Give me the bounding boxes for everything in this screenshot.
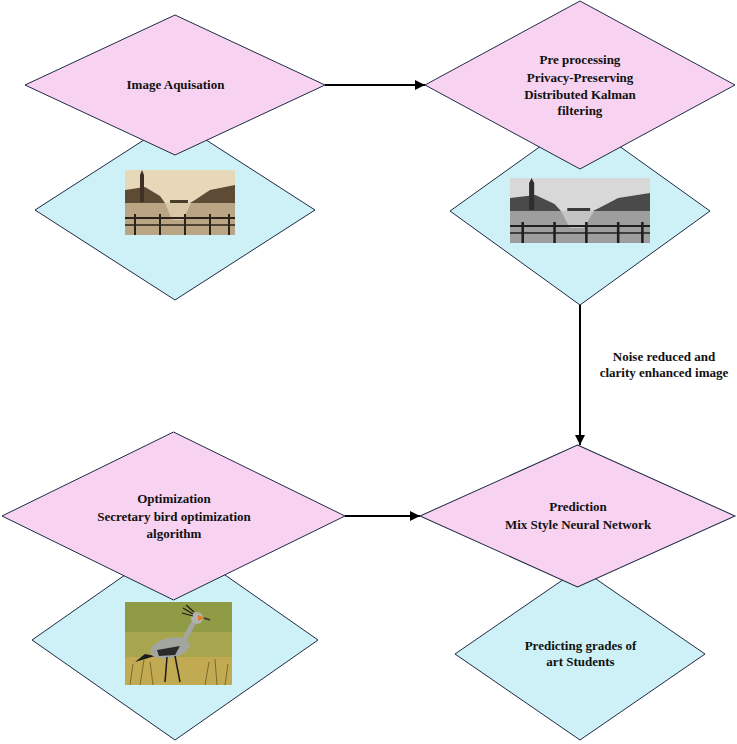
text-group: Pre processingPrivacy-Preserving Distrib… — [510, 52, 650, 119]
canal-photo-gray — [510, 178, 650, 243]
process-diamond: PredictionMix Style Neural Network — [420, 445, 735, 587]
process-diamond: OptimizationSecretary bird optimization … — [2, 432, 345, 600]
diamond-outline — [455, 568, 705, 740]
node-text: Predicting grades of art Students — [524, 638, 637, 671]
process-diamond: Image Aquisation — [25, 15, 325, 155]
diamond-outline — [420, 445, 735, 587]
canal-photo — [125, 170, 235, 235]
result-diamond: Predicting grades of art Students — [455, 568, 705, 740]
text-group: Image Aquisation — [108, 77, 243, 93]
node-heading: Optimization — [97, 491, 251, 507]
arrow-connector — [345, 515, 420, 517]
arrow-connector — [325, 84, 425, 86]
node-text: Privacy-Preserving Distributed Kalman fi… — [510, 70, 650, 119]
arrow-connector — [579, 305, 581, 445]
node-text: Secretary bird optimization algorithm — [97, 509, 251, 542]
node-heading: Prediction — [499, 499, 657, 515]
node-text: Mix Style Neural Network — [499, 517, 657, 533]
text-group: Predicting grades of art Students — [524, 638, 637, 671]
text-group: OptimizationSecretary bird optimization … — [97, 491, 251, 542]
edge-label: Noise reduced and clarity enhanced image — [594, 349, 734, 382]
bird-photo — [125, 602, 232, 685]
node-heading: Pre processing — [510, 52, 650, 68]
process-diamond: Pre processingPrivacy-Preserving Distrib… — [425, 1, 735, 169]
node-text: Image Aquisation — [108, 77, 243, 93]
text-group: PredictionMix Style Neural Network — [499, 499, 657, 534]
